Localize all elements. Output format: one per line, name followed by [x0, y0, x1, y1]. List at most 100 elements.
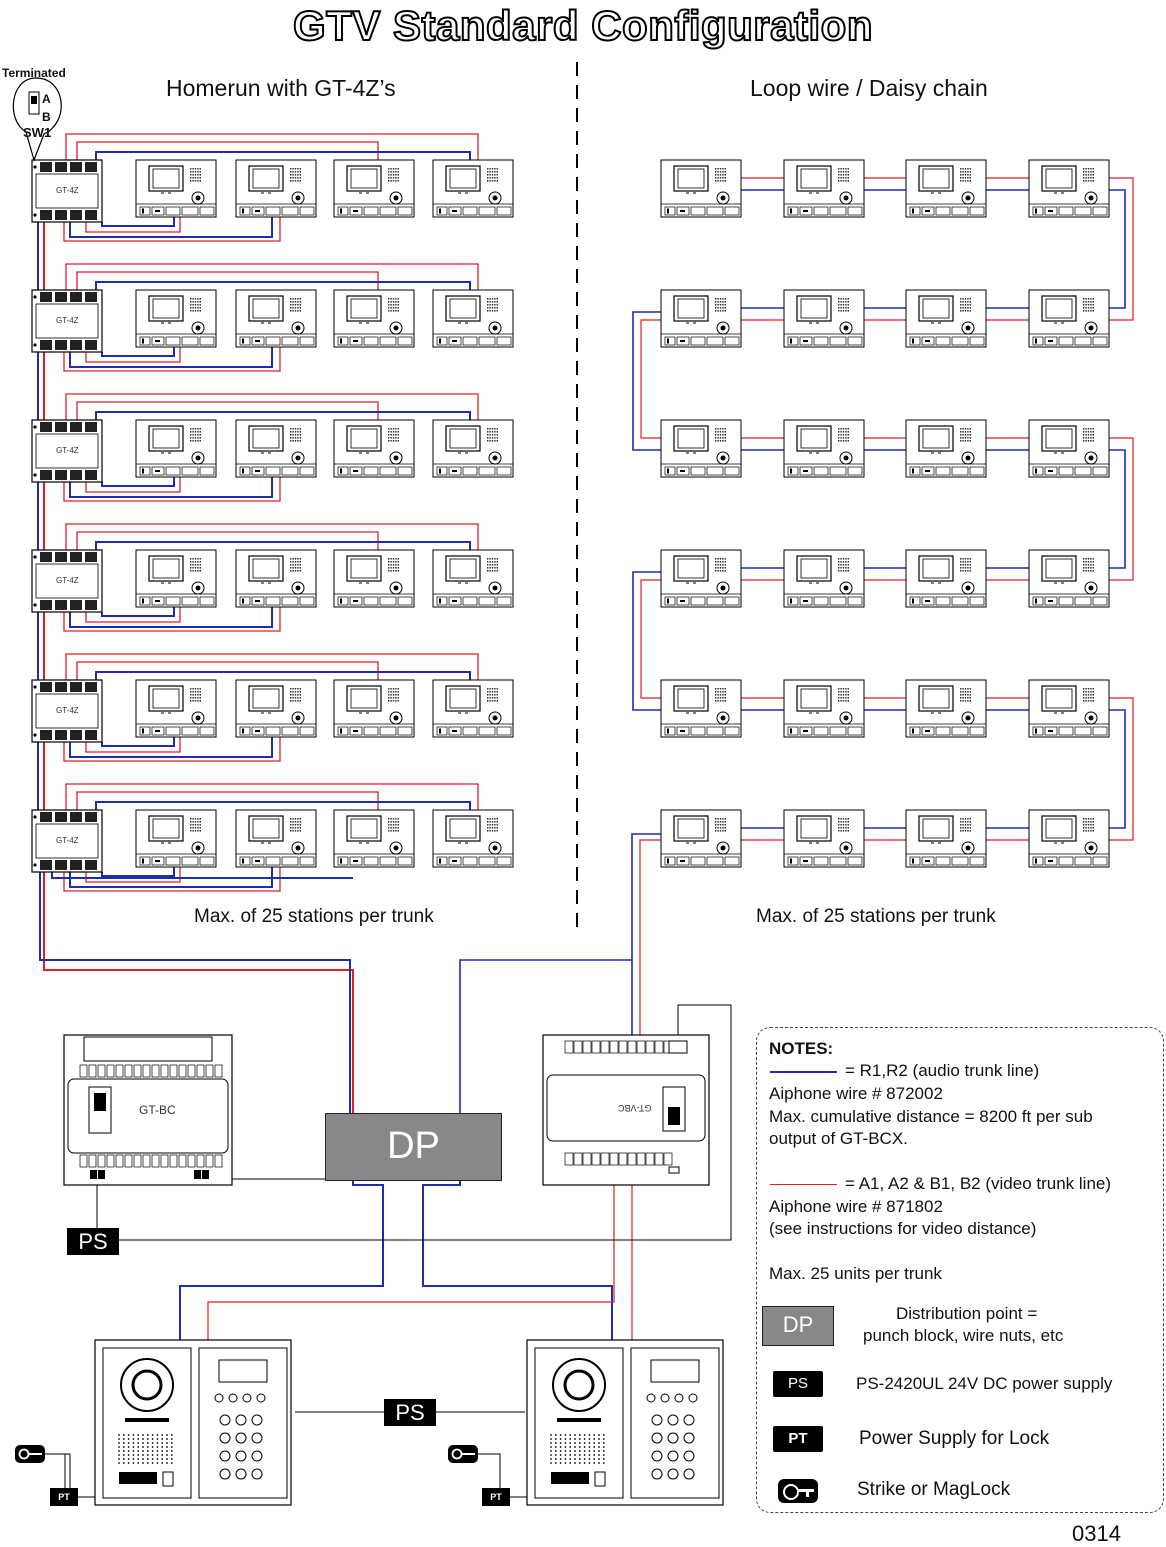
station-button: [281, 206, 299, 216]
speaker-grille-dot: [1092, 691, 1094, 693]
keypad-button: [235, 1468, 247, 1480]
station-led: [925, 210, 930, 212]
station-button: [379, 596, 397, 606]
audio-wire: [95, 411, 471, 421]
station-led: [790, 208, 792, 214]
speaker-grille-dot: [294, 307, 297, 309]
speaker-grille-dot: [487, 558, 489, 560]
speaker-grille-dot: [969, 821, 971, 823]
speaker-grille-dot: [842, 310, 845, 312]
speaker-grille-dot: [292, 168, 294, 170]
monitor-station: [783, 679, 865, 738]
speaker-grille-dot: [292, 558, 294, 560]
station-screen-inner: [922, 168, 950, 189]
speaker-grille-dot: [292, 301, 294, 303]
speaker-grille-dot: [842, 700, 845, 702]
dp-legend-icon: DP: [762, 1306, 834, 1346]
speaker-grille-dot: [197, 171, 199, 173]
keypad-button: [651, 1414, 663, 1426]
speaker-grille-dot: [491, 298, 494, 300]
station-screen: [1041, 815, 1077, 842]
speaker-grille-dot: [962, 694, 964, 696]
speaker-grille-dot: [299, 688, 301, 690]
speaker-grille-dot: [1092, 567, 1094, 569]
station-button: [199, 206, 215, 216]
station-led: [255, 210, 260, 212]
speaker-grille-dot: [190, 434, 192, 436]
speaker-grille-dot: [962, 824, 964, 826]
speaker-grille-dot: [964, 688, 967, 690]
station-knob-center: [843, 845, 849, 851]
speaker-hole: [559, 1462, 562, 1464]
keypad-button: [219, 1432, 231, 1444]
speaker-hole: [550, 1438, 552, 1440]
speaker-grille-dot: [294, 434, 297, 436]
speaker-grille-dot: [390, 697, 392, 699]
speaker-grille-dot: [299, 827, 301, 829]
terminated-label: Terminated: [2, 66, 66, 80]
gt-bc-terminal: [124, 1064, 133, 1078]
speaker-grille-dot: [194, 821, 197, 823]
speaker-grille-dot: [842, 180, 845, 182]
speaker-grille-dot: [1087, 821, 1090, 823]
gt-vbc-terminal: [564, 1040, 574, 1054]
speaker-hole: [602, 1462, 605, 1464]
station-button: [239, 856, 251, 866]
monitor-station: [1028, 159, 1110, 218]
station-screen: [248, 165, 284, 192]
speaker-grille-dot: [491, 567, 494, 569]
speaker-grille-dot: [390, 564, 392, 566]
gt-vbc-terminal: [654, 1040, 664, 1054]
station-knob-center: [720, 195, 726, 201]
speaker-grille-dot: [395, 821, 397, 823]
audio-wire: [101, 477, 175, 487]
station-button: [1092, 336, 1108, 346]
speaker-grille-dot: [840, 307, 842, 309]
speaker-grille-dot: [496, 827, 498, 829]
station-knob-center: [1088, 715, 1094, 721]
speaker-grille-dot: [1090, 437, 1092, 439]
speaker-grille-dot: [297, 301, 299, 303]
station-screen: [148, 425, 184, 452]
speaker-hole: [166, 1450, 168, 1452]
camera-lens: [563, 1369, 595, 1401]
gt-4z-panel: [35, 693, 99, 729]
speaker-hole: [583, 1442, 586, 1444]
speaker-grille-dot: [845, 697, 847, 699]
speaker-grille-dot: [845, 434, 847, 436]
speaker-hole: [122, 1458, 125, 1460]
speaker-grille-dot: [838, 697, 840, 699]
speaker-hole: [151, 1438, 154, 1440]
station-button: [379, 336, 397, 346]
speaker-grille-dot: [395, 827, 397, 829]
speaker-grille-dot: [496, 304, 498, 306]
speaker-grille-dot: [397, 431, 399, 433]
speaker-grille-dot: [845, 570, 847, 572]
speaker-grille-dot: [491, 824, 494, 826]
speaker-grille-dot: [960, 307, 962, 309]
speaker-grille-dot: [840, 428, 842, 430]
station-led: [680, 730, 685, 732]
speaker-grille-dot: [717, 168, 719, 170]
speaker-hole: [127, 1434, 130, 1436]
speaker-grille-dot: [194, 301, 197, 303]
speaker-grille-dot: [967, 561, 969, 563]
station-screen: [796, 685, 832, 712]
station-button: [787, 466, 799, 476]
speaker-grille-dot: [392, 174, 395, 176]
speaker-grille-dot: [842, 168, 845, 170]
speaker-grille-dot: [487, 561, 489, 563]
speaker-grille-dot: [967, 180, 969, 182]
monitor-station: [660, 159, 742, 218]
speaker-grille-dot: [842, 821, 845, 823]
station-button: [397, 336, 413, 346]
speaker-grille-dot: [487, 174, 489, 176]
monitor-station: [432, 549, 514, 608]
station-led: [340, 468, 342, 474]
pt-right: PT: [482, 1488, 510, 1506]
speaker-hole: [137, 1438, 140, 1440]
station-screen-inner: [677, 688, 705, 709]
station-screen-inner: [449, 168, 477, 189]
station-led: [242, 858, 244, 864]
speaker-grille-dot: [962, 168, 964, 170]
